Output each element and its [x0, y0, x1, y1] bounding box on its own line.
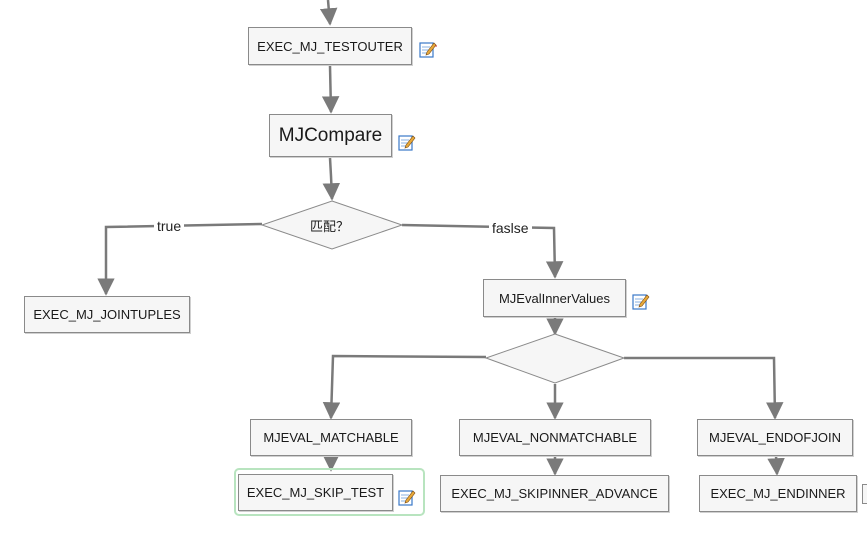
node-mjeval-endofjoin[interactable]: MJEVAL_ENDOFJOIN [697, 419, 853, 456]
node-label: EXEC_MJ_SKIPINNER_ADVANCE [451, 486, 658, 501]
node-exec-mj-skipinner-advance[interactable]: EXEC_MJ_SKIPINNER_ADVANCE [440, 475, 669, 512]
edge-true-branch [97, 222, 263, 296]
node-label: MJEvalInnerValues [498, 290, 611, 306]
node-label: EXEC_MJ_ENDINNER [710, 486, 846, 501]
node-label: MJEVAL_NONMATCHABLE [472, 430, 638, 445]
node-exec-mj-testouter[interactable]: EXEC_MJ_TESTOUTER [248, 27, 412, 65]
decision-diamond-match [260, 200, 404, 250]
node-mjevalinnervalues[interactable]: MJEvalInnerValues [483, 279, 626, 317]
edge-testouter-mjcompare [321, 65, 340, 114]
edit-note-icon[interactable] [632, 292, 650, 310]
node-label: EXEC_MJ_JOINTUPLES [33, 307, 181, 322]
edit-note-icon[interactable] [419, 40, 437, 58]
selection-highlight [234, 468, 425, 516]
node-mjeval-nonmatchable[interactable]: MJEVAL_NONMATCHABLE [459, 419, 651, 456]
edge-false-branch [401, 223, 564, 279]
decision-diamond-evalresult [484, 333, 626, 384]
node-exec-mj-jointuples[interactable]: EXEC_MJ_JOINTUPLES [24, 296, 190, 333]
edge-into-testouter [319, 0, 338, 26]
node-label: EXEC_MJ_TESTOUTER [257, 38, 403, 54]
node-label: MJEVAL_MATCHABLE [263, 430, 399, 445]
node-label: MJCompare [278, 124, 383, 146]
edge-decision-endofjoin [624, 356, 784, 420]
edge-endofjoin-endinner [767, 455, 785, 476]
node-mjeval-matchable[interactable]: MJEVAL_MATCHABLE [250, 419, 412, 456]
node-label: MJEVAL_ENDOFJOIN [709, 430, 841, 445]
edge-label-true: true [154, 218, 185, 234]
edge-label-false: faslse [489, 220, 532, 236]
node-exec-mj-endinner[interactable]: EXEC_MJ_ENDINNER [699, 475, 857, 512]
edit-note-icon[interactable] [398, 133, 416, 151]
node-label: EXEC_MJ_SKIP_TEST [246, 485, 385, 500]
edit-note-icon[interactable] [398, 488, 416, 506]
offscreen-node-edge [862, 484, 867, 504]
node-exec-mj-skip-test[interactable]: EXEC_MJ_SKIP_TEST [238, 474, 393, 511]
edge-mjcompare-decision [322, 157, 341, 201]
decision-label: 匹配？ [310, 220, 350, 235]
edge-decision-matchable [322, 354, 487, 420]
node-mjcompare[interactable]: MJCompare [269, 114, 392, 157]
